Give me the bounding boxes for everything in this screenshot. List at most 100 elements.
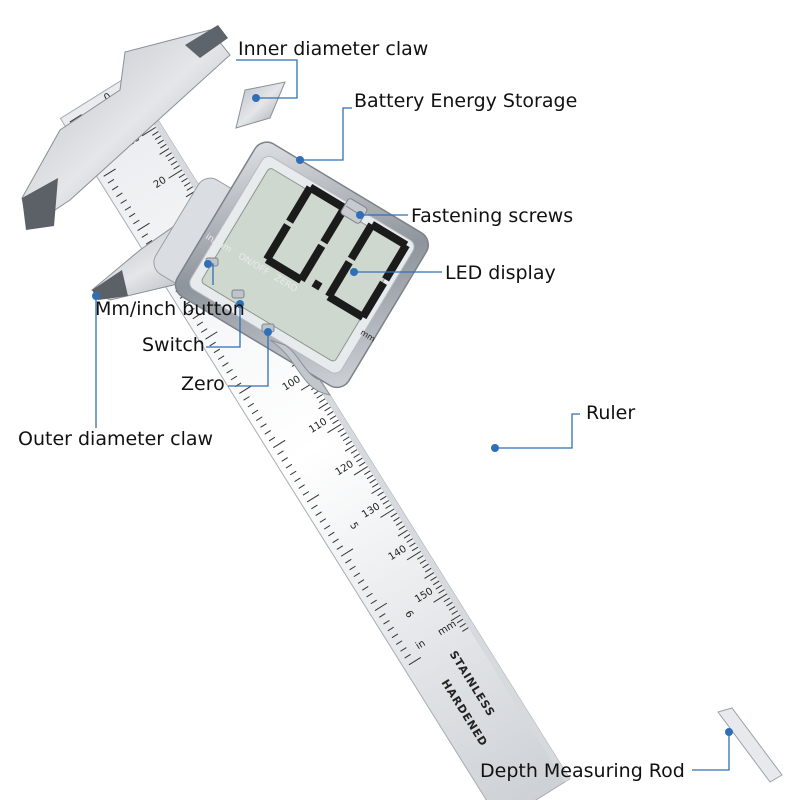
- inch-tick: [298, 484, 305, 489]
- inner-claw-fixed: [185, 25, 228, 58]
- mm-tick: [344, 444, 355, 452]
- inch-tick: [315, 511, 322, 516]
- mm-tick: [462, 627, 469, 632]
- mm-tick: [186, 186, 194, 191]
- label-led-display: LED display: [445, 262, 556, 284]
- inch-tick: [404, 653, 411, 659]
- mm-tick: [178, 173, 186, 179]
- inch-tick: [264, 430, 271, 435]
- mm-tick: [318, 402, 329, 410]
- label-outer-diameter-claw: Outer diameter claw: [18, 428, 214, 450]
- mm-tick: [168, 169, 183, 179]
- mm-tick: [342, 436, 350, 442]
- inch-tick: [251, 409, 259, 415]
- inch-tick: [306, 494, 320, 503]
- inch-tick: [107, 178, 115, 184]
- label-fastening-screws: Fastening screws: [411, 205, 574, 227]
- inch-tick: [319, 518, 327, 523]
- inch-tick: [366, 592, 373, 598]
- mm-tick: [417, 555, 424, 560]
- mm-tick: [451, 610, 458, 615]
- inch-tick: [345, 558, 352, 564]
- mm-tick: [406, 550, 421, 561]
- inch-tick: [391, 633, 399, 639]
- mm-tick: [183, 182, 191, 187]
- mm-tick: [379, 495, 387, 501]
- inch-tick: [243, 396, 250, 401]
- inch-tick: [273, 439, 286, 449]
- mm-tick: [438, 589, 445, 594]
- inch-tick: [374, 602, 388, 611]
- mm-tick: [345, 440, 352, 446]
- callout-lines: [92, 59, 733, 771]
- mm-tick: [425, 567, 432, 573]
- mm-tick: [327, 423, 342, 434]
- outer-claw-tip: [22, 178, 58, 230]
- inch-tick: [383, 619, 390, 625]
- lcd-reading: mm: [263, 184, 410, 344]
- mm-tick: [160, 143, 167, 149]
- inch-tick: [387, 626, 394, 632]
- mm-tick: [353, 453, 360, 458]
- mm-tick: [390, 512, 398, 518]
- mm-tick: [395, 521, 403, 526]
- mm-tick: [154, 135, 162, 140]
- inch-tick: [256, 416, 263, 421]
- inch-tick: [323, 524, 331, 530]
- inner-claw-sliding: [235, 81, 286, 129]
- inch-tick: [395, 640, 403, 645]
- mm-tick: [443, 597, 451, 603]
- lcd-decimal: [311, 279, 323, 291]
- depth-rod: [717, 707, 783, 783]
- mm-tick: [329, 415, 337, 420]
- mm-tick: [419, 559, 427, 565]
- inch-tick: [200, 328, 208, 333]
- inch-tick: [128, 212, 136, 218]
- inch-tick: [328, 531, 335, 537]
- mm-tick: [371, 487, 382, 495]
- inch-tick: [289, 470, 297, 476]
- mm-tick: [430, 576, 437, 581]
- mm-tick: [337, 427, 345, 433]
- mm-tick: [159, 148, 170, 155]
- mm-tick: [385, 504, 392, 509]
- mm-tick: [366, 474, 374, 480]
- mm-tick: [353, 466, 368, 476]
- inch-tick: [230, 375, 238, 381]
- mm-tick: [433, 593, 448, 603]
- mm-tick: [167, 156, 175, 162]
- inch-tick: [116, 192, 123, 198]
- inch-number-6: 6: [402, 609, 415, 620]
- inch-number-5: 5: [347, 521, 360, 532]
- inch-tick: [145, 240, 153, 245]
- mm-tick: [157, 139, 164, 145]
- inch-tick: [133, 219, 140, 225]
- mm-tick: [393, 517, 400, 522]
- inch-tick: [408, 656, 422, 666]
- mm-tick: [316, 394, 323, 399]
- inch-tick: [247, 402, 255, 408]
- mm-tick: [358, 461, 366, 467]
- inch-tick: [294, 477, 301, 483]
- mm-tick: [450, 614, 461, 622]
- thumb-roller[interactable]: [269, 339, 332, 396]
- on-off-button[interactable]: [231, 289, 245, 299]
- inch-tick: [209, 341, 216, 347]
- mm-tick: [369, 478, 376, 484]
- inch-tick: [69, 114, 82, 123]
- inch-tick: [349, 565, 356, 571]
- inch-tick: [192, 314, 199, 320]
- mm-tick: [446, 601, 453, 607]
- mm-tick: [324, 406, 331, 412]
- inch-tick: [268, 436, 276, 442]
- mm-tick: [403, 534, 411, 539]
- inch-tick: [222, 362, 229, 367]
- inch-tick: [213, 348, 221, 354]
- inch-tick: [124, 206, 132, 211]
- mm-tick: [181, 177, 188, 183]
- inch-tick: [137, 222, 150, 232]
- mm-tick: [165, 152, 172, 157]
- mm-tick: [406, 538, 413, 543]
- mm-tick: [435, 584, 443, 590]
